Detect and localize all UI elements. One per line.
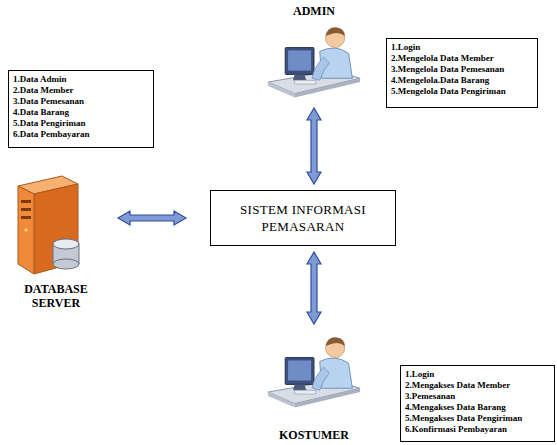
list-item: 4.Data Barang	[13, 107, 149, 118]
actor-label: ADMIN	[291, 4, 337, 18]
list-item: 1.Data Admin	[13, 74, 149, 85]
list-item: 3.Data Pemesanan	[13, 96, 149, 107]
admin-figure	[268, 27, 360, 97]
data-list: 1.Data Admin2.Data Member3.Data Pemesana…	[8, 70, 154, 148]
list-item: 3.Mengelola Data Pemesanan	[391, 64, 533, 75]
system-box: SISTEM INFORMASI PEMASARAN	[210, 190, 396, 246]
list-item: 5.Data Pengiriman	[13, 118, 149, 129]
customer-actor: KOSTUMER	[262, 330, 366, 442]
list-item: 1.Login	[405, 369, 550, 380]
list-item: 2.Data Member	[13, 85, 149, 96]
double-arrow	[307, 252, 321, 324]
database-server: DATABASE SERVER	[6, 168, 106, 310]
system-label: SISTEM INFORMASI PEMASARAN	[228, 201, 378, 235]
list-item: 5.Mengakses Data Pengiriman	[405, 413, 550, 424]
double-arrow	[118, 211, 186, 225]
actor-label: DATABASE SERVER	[14, 282, 98, 310]
list-item: 1.Login	[391, 42, 533, 53]
server-tower	[18, 176, 79, 274]
list-item: 2.Mengelola Data Member	[391, 53, 533, 64]
admin-task-list: 1.Login2.Mengelola Data Member3.Mengelol…	[386, 38, 538, 108]
customer-figure	[268, 337, 360, 407]
list-item: 4.Mengakses Data Barang	[405, 402, 550, 413]
list-item: 4.Mengelola.Data Barang	[391, 75, 533, 86]
double-arrow	[307, 108, 321, 184]
list-item: 6.Konfirmasi Pembayaran	[405, 424, 550, 435]
actor-label: KOSTUMER	[277, 428, 351, 442]
customer-task-list: 1.Login2.Mengakses Data Member3.Pemesana…	[400, 365, 555, 442]
list-item: 5.Mengelola Data Pengiriman	[391, 86, 533, 97]
list-item: 2.Mengakses Data Member	[405, 380, 550, 391]
admin-actor: ADMIN	[262, 4, 366, 102]
list-item: 6.Data Pembayaran	[13, 129, 149, 140]
list-item: 3.Pemesanan	[405, 391, 550, 402]
